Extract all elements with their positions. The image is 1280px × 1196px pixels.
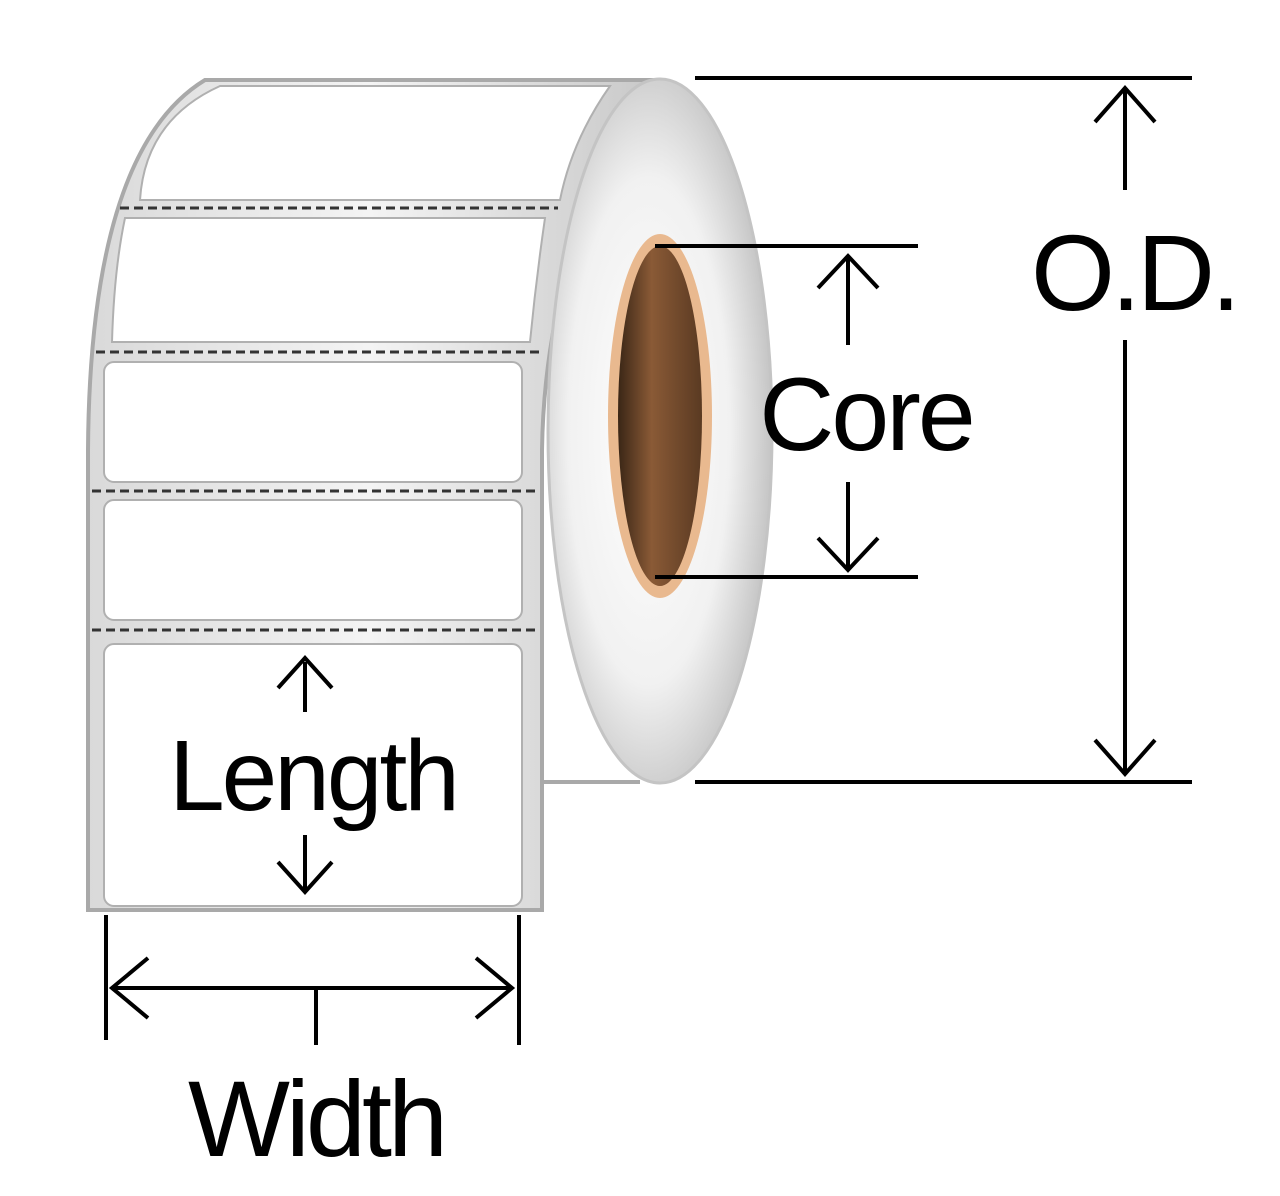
perforation-lines bbox=[92, 206, 558, 632]
length-dimension bbox=[276, 655, 334, 895]
core-dimension bbox=[655, 244, 918, 579]
length-arrow-up-icon bbox=[276, 655, 334, 690]
label-roll bbox=[86, 77, 774, 912]
od-arrow-down-icon bbox=[1093, 738, 1157, 778]
core-hole bbox=[618, 246, 702, 586]
length-arrow-down-icon bbox=[276, 860, 334, 895]
label-2 bbox=[110, 217, 547, 343]
label-4 bbox=[103, 499, 523, 621]
od-arrow-up-icon bbox=[1093, 84, 1157, 124]
width-label: Width bbox=[188, 1058, 444, 1179]
od-label: O.D. bbox=[1031, 212, 1237, 333]
width-arrow-left-icon bbox=[108, 956, 150, 1020]
core-label: Core bbox=[759, 357, 972, 473]
width-dimension bbox=[104, 915, 521, 1045]
label-1 bbox=[138, 85, 612, 201]
length-label: Length bbox=[169, 720, 457, 832]
width-arrow-right-icon bbox=[474, 956, 516, 1020]
od-dimension bbox=[695, 76, 1192, 784]
label-5 bbox=[103, 643, 523, 907]
core-arrow-up-icon bbox=[816, 253, 880, 290]
label-3 bbox=[103, 361, 523, 483]
core-arrow-down-icon bbox=[816, 536, 880, 573]
